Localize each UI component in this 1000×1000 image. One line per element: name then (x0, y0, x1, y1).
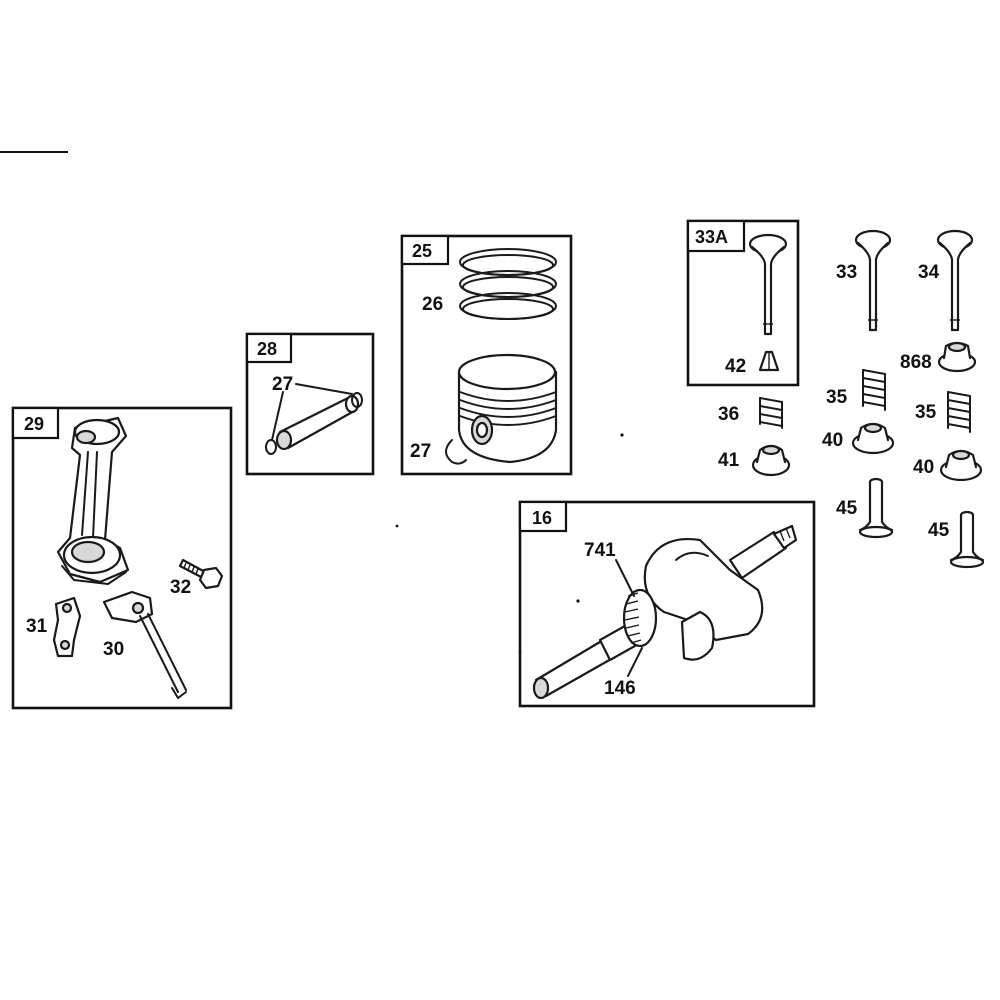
valve-tappet-exhaust-part (949, 510, 985, 569)
connecting-rod-part (56, 416, 130, 585)
box-label-29: 29 (24, 414, 44, 434)
lock-plate-part (52, 596, 82, 658)
valve-spring-exhaust-part (947, 391, 971, 433)
group-16-crankshaft: 16 741 146 (518, 500, 816, 708)
oil-dipper-part (102, 590, 187, 699)
valve-train-parts: 33 34 868 35 35 (718, 229, 985, 569)
group-25-piston-assembly: 25 26 27 (400, 234, 573, 476)
intake-valve-part (854, 229, 892, 332)
box-label-28: 28 (257, 339, 277, 359)
part-label-41: 41 (718, 450, 740, 471)
part-label-27-pin: 27 (272, 374, 293, 395)
part-label-30: 30 (103, 639, 124, 660)
group-29-connecting-rod: 29 32 31 (11, 406, 233, 710)
part-label-32: 32 (170, 577, 191, 598)
piston-rings-part (459, 248, 557, 320)
part-label-26: 26 (422, 294, 443, 315)
piston-retainer-clip (445, 439, 467, 465)
part-label-741: 741 (584, 540, 616, 561)
part-label-42: 42 (725, 356, 746, 377)
valve-spring-intake-part (862, 369, 886, 411)
part-label-27-piston: 27 (410, 441, 431, 462)
part-label-34: 34 (918, 262, 940, 283)
crankshaft-part (532, 524, 798, 700)
group-33a-valve: 33A 42 (686, 219, 800, 387)
part-label-33: 33 (836, 262, 857, 283)
valve-rotator-part (937, 341, 977, 373)
box-label-25: 25 (412, 241, 432, 261)
piston-pin-part (275, 394, 360, 451)
box-label-33a: 33A (695, 227, 728, 247)
valve-keeper-part (758, 350, 780, 372)
part-label-40-intake: 40 (822, 430, 843, 451)
part-label-40-exhaust: 40 (913, 457, 934, 478)
stray-mark (576, 599, 580, 603)
part-label-35-exhaust: 35 (915, 402, 937, 423)
part-label-35-intake: 35 (826, 387, 848, 408)
exhaust-valve-part (936, 229, 974, 332)
pin-retainer-clip (265, 392, 363, 455)
part-label-45-exhaust: 45 (928, 520, 950, 541)
valve-spring-36-part (759, 397, 783, 429)
valve-tappet-intake-part (858, 477, 894, 539)
part-label-31: 31 (26, 616, 48, 637)
valve-33a-part (748, 233, 788, 336)
group-28-piston-pin: 28 27 (245, 332, 375, 476)
spring-retainer-41-part (751, 444, 791, 477)
rod-bolt-part (178, 558, 224, 590)
piston-part (457, 353, 558, 464)
spring-retainer-40-exhaust-part (939, 449, 983, 482)
part-label-868: 868 (900, 352, 932, 373)
part-label-45-intake: 45 (836, 498, 858, 519)
stray-mark (620, 433, 624, 437)
part-label-36: 36 (718, 404, 739, 425)
spring-retainer-40-intake-part (851, 422, 895, 455)
box-label-16: 16 (532, 508, 552, 528)
part-label-146: 146 (604, 678, 636, 699)
stray-mark (395, 524, 399, 528)
